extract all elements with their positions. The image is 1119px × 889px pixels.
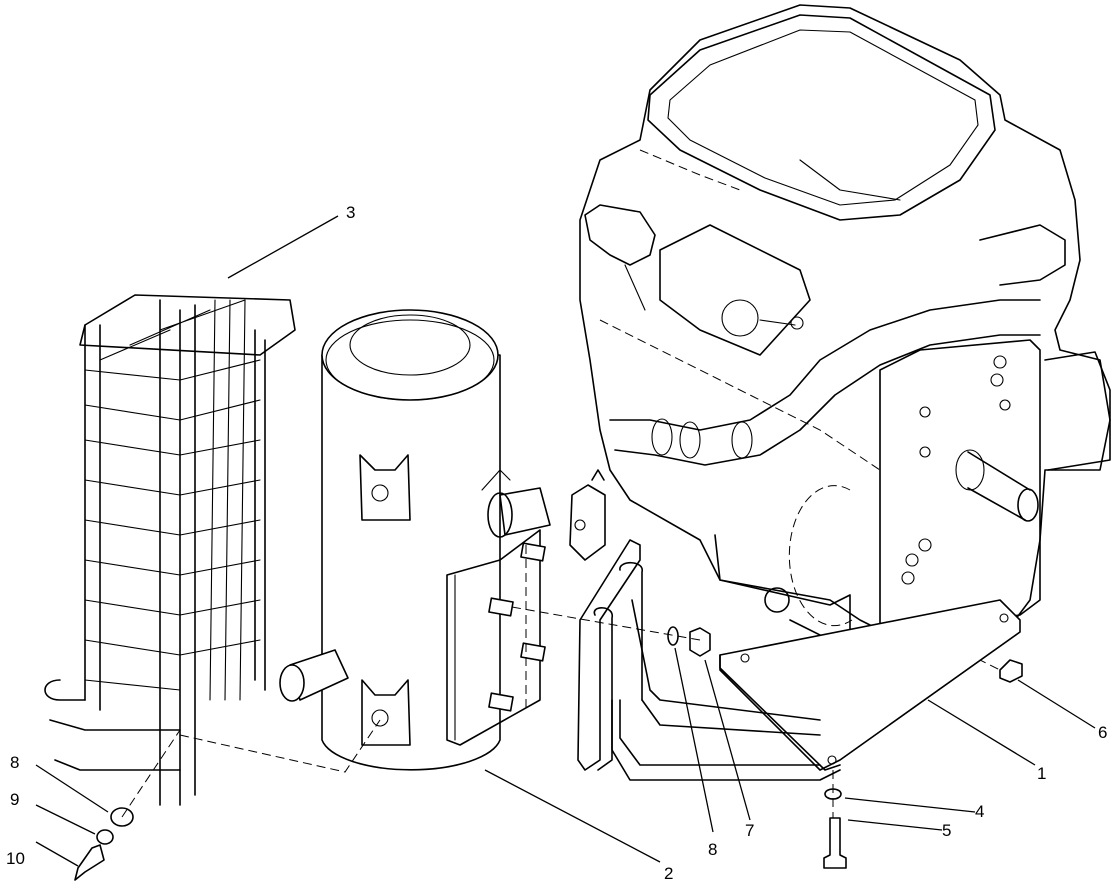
leader-6 [1017,679,1096,729]
leader-2 [484,769,661,863]
leader-1 [927,699,1036,766]
flange-nut-6 [999,659,1023,683]
callout-6: 6 [1098,723,1107,742]
leader-5 [847,819,943,831]
leader-9 [35,804,96,835]
leader-lines [35,215,1096,867]
muffler-guard [44,294,296,806]
callout-labels: 1 2 3 4 5 6 7 8 8 9 10 [6,203,1107,883]
nut-7 [689,627,711,657]
engine [579,4,1111,676]
leader-7 [704,659,751,821]
callout-5: 5 [942,821,951,840]
leader-3 [227,215,339,279]
leader-4 [844,797,976,813]
callout-8-right: 8 [708,840,717,859]
callout-4: 4 [975,802,984,821]
callout-10: 10 [6,849,25,868]
leader-8-left [35,764,109,813]
bolt-5 [823,817,847,869]
leader-10 [35,841,79,867]
muffler-mounting-bracket [577,539,841,781]
assembly-lines [121,545,834,818]
bolt-10 [74,844,105,881]
callout-7: 7 [745,821,754,840]
callout-2: 2 [664,864,673,883]
hardware [74,626,1023,881]
callout-3: 3 [346,203,355,222]
callout-9: 9 [10,790,19,809]
callout-1: 1 [1037,764,1046,783]
muffler [279,309,606,771]
callout-8-left: 8 [10,753,19,772]
washer-8-right [667,626,679,646]
lockwasher-9 [96,829,114,845]
engine-mounting-plate [719,599,1021,771]
leader-8-right [674,647,714,833]
